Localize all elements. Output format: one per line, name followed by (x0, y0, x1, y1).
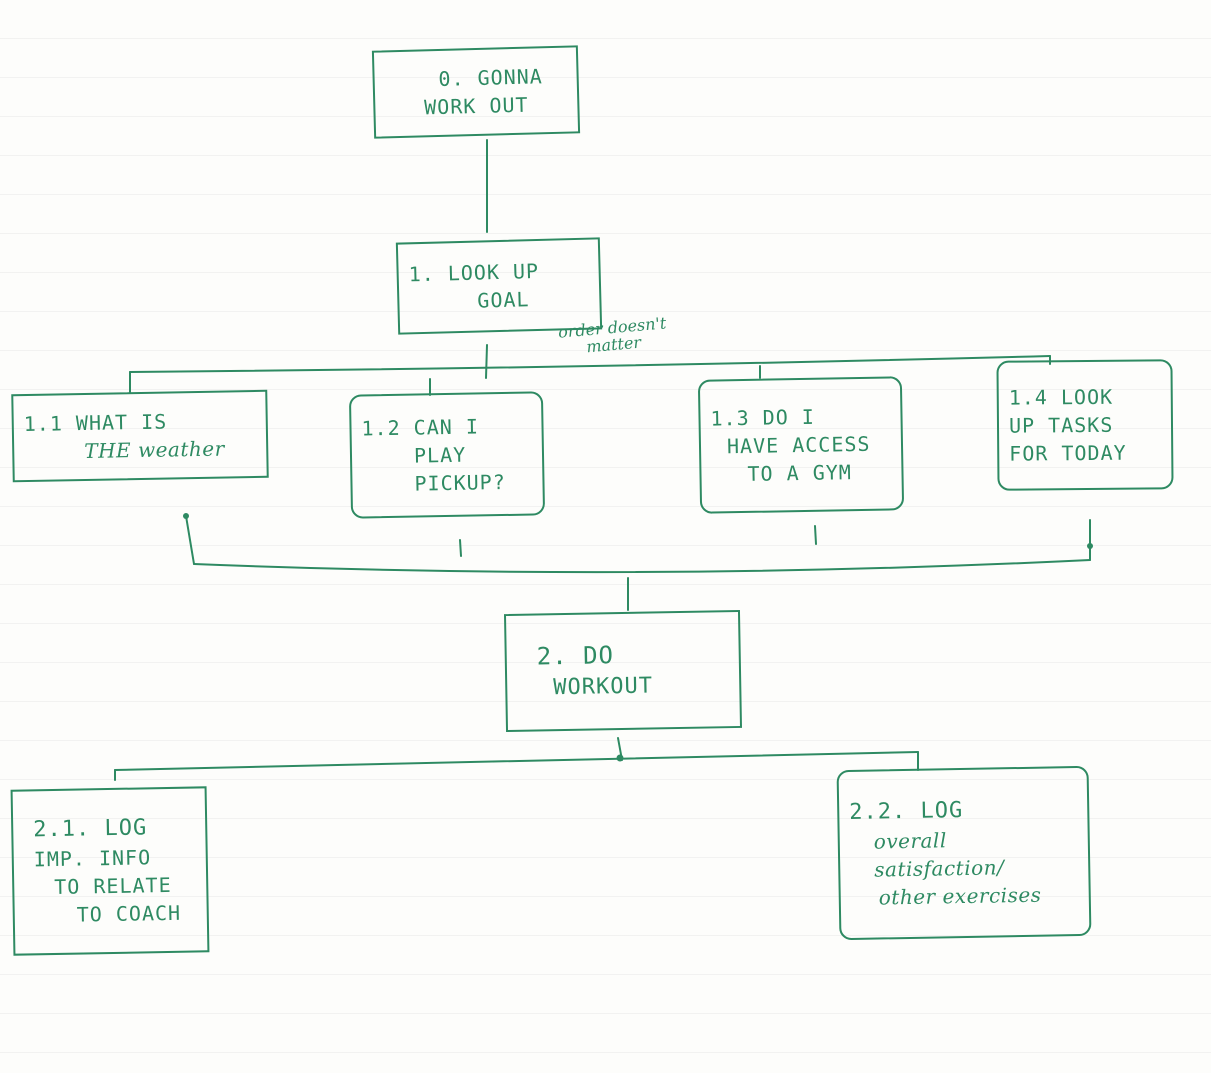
node-2-line-1: 2. DO (536, 640, 615, 671)
line-1-1-down (185, 515, 195, 565)
junction-dot-left (183, 513, 189, 519)
node-2-1-line-4: TO COACH (76, 901, 182, 927)
node-1-1-line-2: THE weather (84, 436, 225, 463)
node-1-2-line-2: PLAY (413, 442, 467, 468)
node-1-1-weather: 1.1 WHAT IS THE weather (11, 389, 269, 483)
node-2-2-line-1: 2.2. LOG (849, 797, 964, 825)
node-2-2-line-2: overall (873, 828, 947, 854)
node-1-3-line-2: HAVE ACCESS (726, 431, 871, 459)
node-2-line-2: WORKOUT (553, 673, 654, 701)
node-1-2-line-3: PICKUP? (414, 469, 506, 496)
node-0-line-1: 0. GONNA (438, 64, 544, 91)
node-1-4-tasks: 1.4 LOOK UP TASKS FOR TODAY (996, 359, 1174, 491)
node-2-1-line-2: IMP. INFO (33, 845, 152, 872)
junction-dot-right (1087, 543, 1093, 549)
node-1-2-line-1: 1.2 CAN I (361, 414, 480, 441)
line-merge-bus (193, 559, 1091, 574)
node-2-1-line-3: TO RELATE (54, 873, 172, 900)
line-1-3-down (814, 525, 817, 545)
node-2-2-line-4: other exercises (878, 883, 1042, 910)
node-0-gonna-work-out: 0. GONNA WORK OUT (371, 45, 581, 139)
node-1-4-line-3: FOR TODAY (1009, 440, 1127, 466)
line-lower-bus (114, 751, 919, 771)
node-2-do-workout: 2. DO WORKOUT (503, 609, 743, 733)
node-1-2-pickup: 1.2 CAN I PLAY PICKUP? (348, 391, 546, 519)
node-2-1-log-info: 2.1. LOG IMP. INFO TO RELATE TO COACH (10, 786, 210, 956)
node-1-line-2: GOAL (477, 287, 530, 313)
node-2-2-log-satisfaction: 2.2. LOG overall satisfaction/ other exe… (836, 765, 1092, 941)
node-0-line-2: WORK OUT (423, 92, 529, 120)
node-2-2-line-3: satisfaction/ (874, 855, 1005, 882)
node-1-3-line-1: 1.3 DO I (710, 404, 816, 431)
node-1-3-line-3: TO A GYM (747, 460, 853, 486)
node-1-1-line-1: 1.1 WHAT IS (23, 409, 168, 437)
line-goal-to-bus (485, 344, 488, 379)
junction-dot-bottom (616, 754, 624, 762)
node-1-4-line-1: 1.4 LOOK (1008, 384, 1114, 410)
line-1-2-down (459, 539, 462, 557)
node-1-4-line-2: UP TASKS (1008, 412, 1114, 438)
node-2-1-line-1: 2.1. LOG (33, 814, 148, 842)
node-1-3-gym: 1.3 DO I HAVE ACCESS TO A GYM (697, 376, 905, 514)
node-1-look-up-goal: 1. LOOK UP GOAL (395, 237, 603, 335)
line-bus-upper (129, 355, 1051, 373)
